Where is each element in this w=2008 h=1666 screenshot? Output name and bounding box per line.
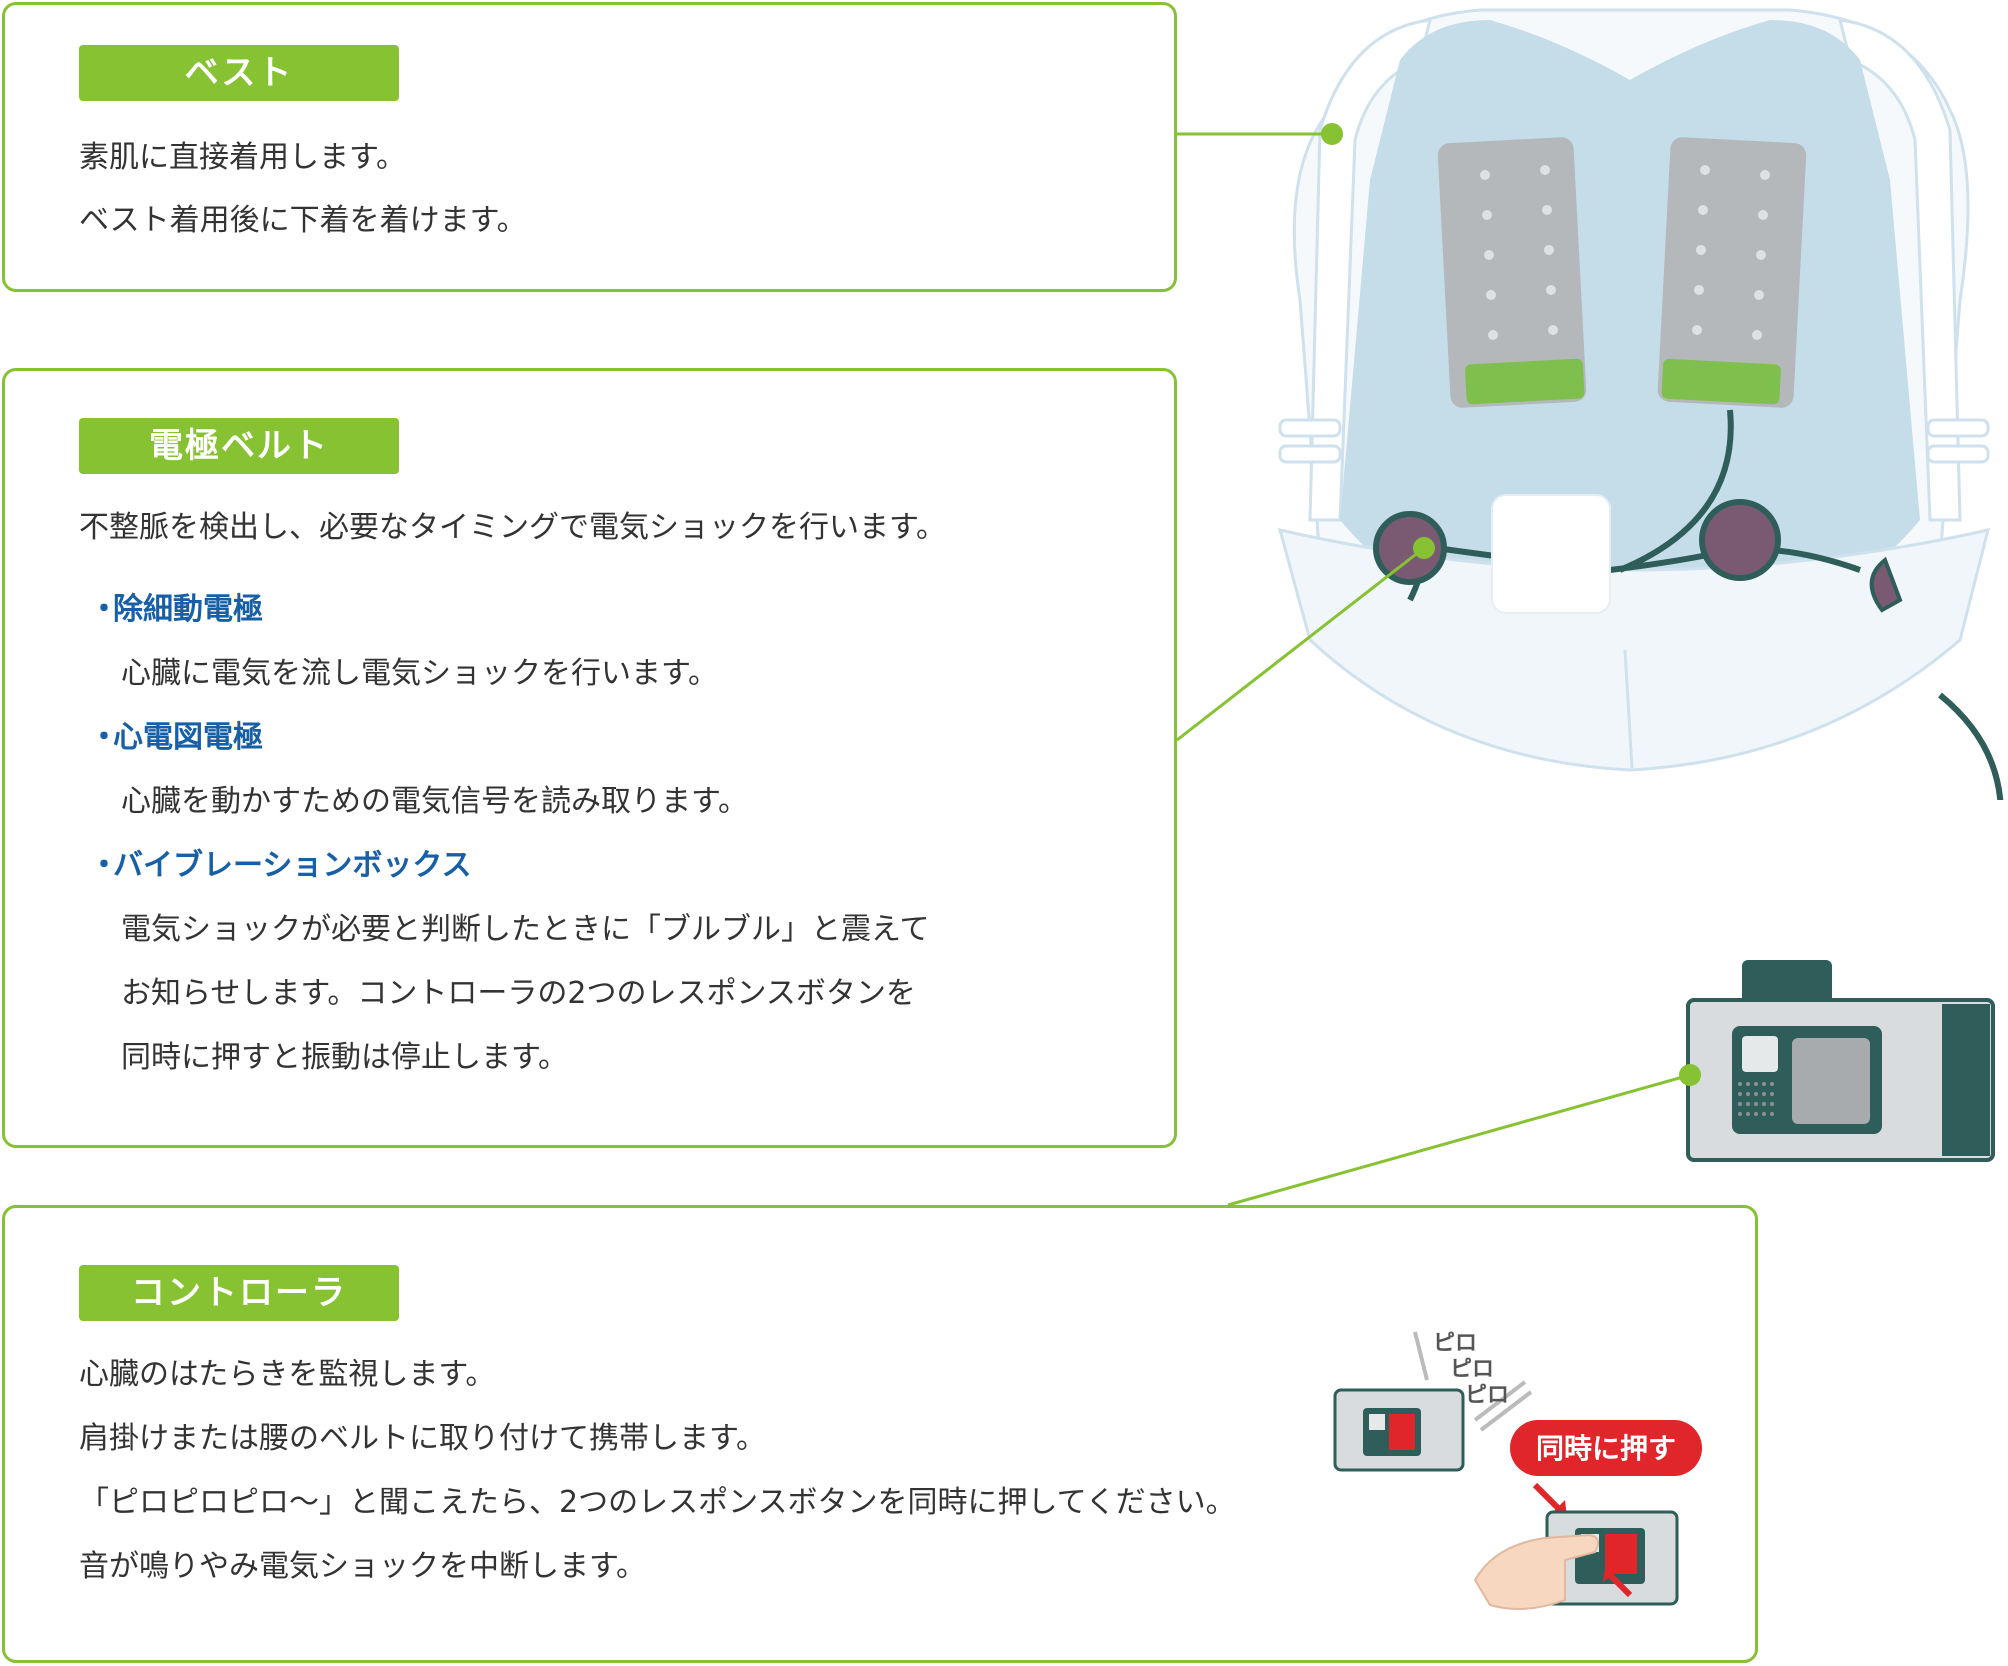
electrode-belt-callout: 電極ベルト 不整脈を検出し、必要なタイミングで電気ショックを行います。 ・除細動… [2, 368, 1177, 1148]
item-desc-ecg: 心臓を動かすための電気信号を読み取ります。 [121, 784, 748, 819]
defib-pad-left [1437, 137, 1587, 408]
item-title-defib: ・除細動電極 [89, 592, 263, 627]
vest-tag: ベスト [79, 45, 399, 101]
sound-text-2: ピロ [1450, 1357, 1494, 1382]
item-desc-vibration-1: 電気ショックが必要と判断したときに「ブルブル」と震えて [121, 912, 930, 947]
right-strap-clip-2 [1926, 444, 1990, 464]
item-desc-vibration-2: お知らせします。コントローラの2つのレスポンスボタンを [121, 976, 916, 1011]
sound-text-1: ピロ [1433, 1331, 1477, 1356]
press-label-bg [1510, 1420, 1702, 1476]
leader-controller [1227, 1073, 1691, 1207]
item-desc-vibration-3: 同時に押すと振動は停止します。 [121, 1040, 568, 1075]
sound-lines [1413, 1331, 1533, 1432]
press-arrow-2 [1607, 1572, 1633, 1598]
controller-desc-line-4: 音が鳴りやみ電気ショックを中断します。 [79, 1549, 646, 1584]
hand-icon [1473, 1533, 1600, 1610]
press-arrow-1 [1532, 1482, 1563, 1513]
response-button-illustration: ピロ ピロ ピロ 同時に押す [1333, 1331, 1702, 1610]
belt-intro: 不整脈を検出し、必要なタイミングで電気ショックを行います。 [79, 510, 946, 545]
belt-tag: 電極ベルト [79, 418, 399, 474]
item-title-defib-text: 除細動電極 [113, 592, 263, 627]
vest-callout: ベスト 素肌に直接着用します。 ベスト着用後に下着を着けます。 [2, 2, 1177, 292]
sound-text-3: ピロ [1465, 1383, 1509, 1408]
right-strap-clip-1 [1926, 418, 1990, 438]
left-strap-clip-2 [1278, 444, 1342, 464]
item-title-ecg: ・心電図電極 [89, 720, 263, 755]
item-title-vibration-text: バイブレーションボックス [113, 848, 472, 883]
controller-desc-line-2: 肩掛けまたは腰のベルトに取り付けて携帯します。 [79, 1421, 766, 1456]
ecg-electrode-side [1869, 556, 1903, 613]
item-title-vibration: ・バイブレーションボックス [89, 848, 472, 883]
pad-dots [1480, 165, 1770, 340]
item-title-ecg-text: 心電図電極 [113, 720, 263, 755]
controller-device [1686, 960, 1995, 1162]
mini-controller-top [1333, 1388, 1465, 1472]
defib-pad-right [1657, 137, 1807, 408]
controller-cable [1938, 692, 2004, 800]
response-button-1 [1742, 1036, 1778, 1072]
controller-clip [1742, 960, 1832, 1010]
item-desc-defib: 心臓に電気を流し電気ショックを行います。 [121, 656, 718, 691]
ecg-electrode-right [1699, 499, 1781, 581]
vest-desc-line-1: 素肌に直接着用します。 [79, 140, 406, 175]
vibration-box [1491, 494, 1611, 614]
controller-tag: コントローラ [79, 1265, 399, 1321]
vest-illustration [1277, 8, 2004, 800]
controller-desc-line-1: 心臓のはたらきを監視します。 [79, 1357, 496, 1392]
press-label: 同時に押す [1536, 1432, 1676, 1465]
left-strap-clip-1 [1278, 418, 1342, 438]
vest-desc-line-2: ベスト着用後に下着を着けます。 [79, 203, 527, 238]
controller-screen [1792, 1038, 1870, 1124]
ecg-electrode-left [1373, 511, 1447, 585]
right-shoulder-strap [1838, 18, 1962, 522]
controller-desc-line-3: 「ピロピロピロ～」と聞こえたら、2つのレスポンスボタンを同時に押してください。 [79, 1485, 1236, 1520]
controller-callout: コントローラ 心臓のはたらきを監視します。 肩掛けまたは腰のベルトに取り付けて携… [2, 1205, 1758, 1663]
waist-belt-seam [1623, 649, 1634, 769]
